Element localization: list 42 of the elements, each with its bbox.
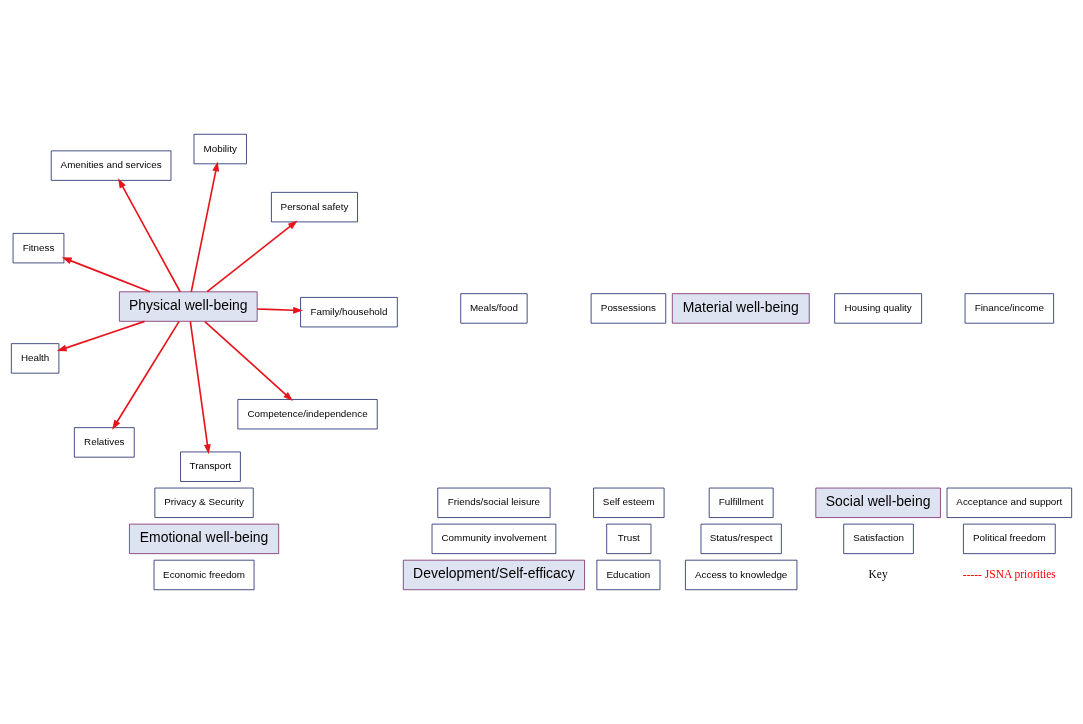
node-box: Privacy & Security <box>154 487 254 518</box>
node-box: Fulfillment <box>708 487 774 518</box>
node-box: Development/Self-efficacy <box>402 559 585 591</box>
node-box: Access to knowledge <box>685 559 798 591</box>
node-box: Material well-being <box>671 293 810 324</box>
node-box: Social well-being <box>815 487 941 518</box>
node-box: Housing quality <box>834 293 922 324</box>
label: Key <box>868 567 888 580</box>
node-box: Health <box>10 343 60 374</box>
node-box: Amenities and services <box>50 150 172 181</box>
node-box: Personal safety <box>271 191 358 223</box>
node-box: Acceptance and support <box>946 487 1073 518</box>
node-box: Education <box>596 559 661 591</box>
node-box: Meals/food <box>460 293 528 324</box>
node-box: Friends/social leisure <box>437 487 551 518</box>
arrow <box>206 220 298 293</box>
arrow <box>118 178 181 293</box>
arrow <box>56 320 146 352</box>
arrow <box>256 306 304 314</box>
arrow <box>112 320 180 430</box>
node-box: Trust <box>606 523 652 555</box>
node-box: Fitness <box>12 233 65 264</box>
node-box: Economic freedom <box>153 559 255 591</box>
node-box: Emotional well-being <box>129 523 280 555</box>
node-box: Physical well-being <box>119 291 258 322</box>
node-box: Status/respect <box>700 523 782 555</box>
arrow <box>189 320 211 455</box>
node-box: Finance/income <box>964 293 1055 324</box>
arrow <box>204 320 293 402</box>
node-box: Political freedom <box>963 523 1056 555</box>
node-box: Possessions <box>590 293 667 324</box>
node-box: Satisfaction <box>843 523 914 555</box>
arrow <box>190 161 220 293</box>
arrow <box>61 257 151 293</box>
legend-label: ----- JSNA priorities <box>962 567 1056 580</box>
node-box: Relatives <box>73 427 135 458</box>
node-box: Self esteem <box>593 487 665 518</box>
node-box: Transport <box>180 451 241 482</box>
node-box: Competence/independence <box>237 399 378 430</box>
node-box: Mobility <box>193 133 247 165</box>
node-box: Family/household <box>300 297 398 328</box>
node-box: Community involvement <box>431 523 557 555</box>
